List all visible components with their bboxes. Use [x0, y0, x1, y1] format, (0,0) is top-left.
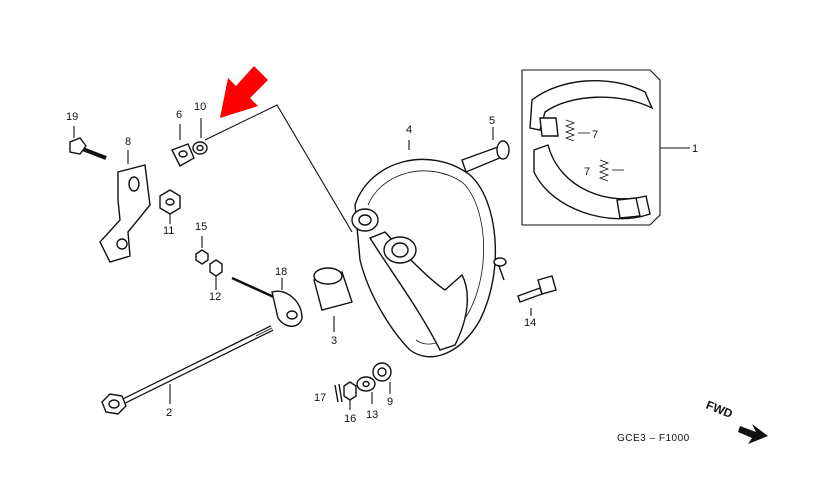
- diagram-code: GCE3 – F1000: [617, 433, 690, 444]
- cotter-pin-17: [334, 383, 343, 403]
- fwd-label: FWD: [704, 398, 735, 421]
- part-label-13: 13: [366, 409, 378, 421]
- washer-10: [192, 118, 208, 155]
- part-label-16: 16: [344, 413, 356, 425]
- part-label-7b: 7: [584, 166, 590, 178]
- part-label-12: 12: [209, 291, 221, 303]
- nut-12: [209, 259, 223, 290]
- part-label-5: 5: [489, 115, 495, 127]
- part-label-15: 15: [195, 221, 207, 233]
- leader-line: [204, 104, 353, 233]
- part-label-6: 6: [176, 109, 182, 121]
- part-label-14: 14: [524, 317, 536, 329]
- washer-13: [356, 376, 376, 404]
- brake-shoe-assembly: [521, 69, 690, 226]
- nut-16: [343, 381, 357, 410]
- brake-lever-8: [99, 150, 151, 263]
- bolt-14: [517, 275, 557, 316]
- collar: [313, 267, 353, 332]
- forward-arrow-icon: [738, 424, 768, 444]
- bolt-19: [69, 126, 107, 160]
- part-label-1: 1: [692, 143, 698, 155]
- washer-9: [372, 362, 392, 394]
- part-label-4: 4: [406, 124, 412, 136]
- part-label-3: 3: [331, 335, 337, 347]
- part-label-7a: 7: [592, 129, 598, 141]
- part-label-18: 18: [275, 266, 287, 278]
- part-label-19: 19: [66, 111, 78, 123]
- nut-15: [195, 236, 209, 265]
- red-arrow-indicator: [220, 66, 268, 118]
- axle: [101, 325, 274, 415]
- brake-arm-18: [231, 276, 303, 327]
- part-label-17: 17: [314, 392, 326, 404]
- part-label-9: 9: [387, 396, 393, 408]
- part-label-2: 2: [166, 407, 172, 419]
- part-label-11: 11: [163, 225, 174, 237]
- brake-cam: [461, 127, 510, 173]
- plate-6: [171, 124, 195, 167]
- part-label-8: 8: [125, 136, 131, 148]
- brake-panel: [351, 140, 507, 358]
- nut-11: [159, 189, 181, 224]
- part-label-10: 10: [194, 101, 206, 113]
